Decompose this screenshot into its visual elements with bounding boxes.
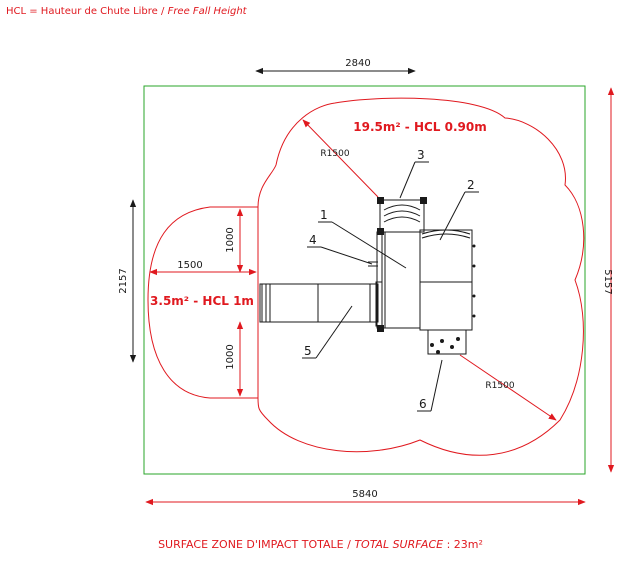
total-surface-footer: SURFACE ZONE D'IMPACT TOTALE / TOTAL SUR… (0, 538, 641, 551)
radius-bottom-line (459, 354, 557, 421)
callout-leaders (302, 161, 479, 412)
callout-2: 2 (467, 178, 475, 192)
radius-bottom-label: R1500 (485, 381, 514, 391)
legend-header: HCL = Hauteur de Chute Libre / Free Fall… (6, 6, 247, 17)
equipment (259, 199, 473, 355)
impact-zone-side (147, 206, 258, 399)
climbing-wall (427, 329, 467, 355)
zone-side-label: 3.5m² - HCL 1m (150, 294, 254, 308)
callout-3: 3 (417, 148, 425, 162)
slide (259, 283, 379, 323)
right-deck (419, 229, 473, 331)
legend-fr: HCL = Hauteur de Chute Libre (6, 6, 158, 17)
dim-bottom-label: 5840 (352, 489, 377, 500)
footer-fr: SURFACE ZONE D'IMPACT TOTALE (158, 538, 344, 551)
dim-lower-gap-label: 1000 (225, 344, 236, 369)
callout-1: 1 (320, 208, 328, 222)
footer-en: TOTAL SURFACE (354, 538, 444, 551)
callout-5: 5 (304, 344, 312, 358)
callout-numbers: 1 2 3 4 5 6 (304, 148, 475, 411)
footer-sep: / (343, 538, 355, 551)
zone-main-label: 19.5m² - HCL 0.90m (353, 120, 487, 134)
site-boundary (143, 85, 586, 475)
dim-right-label: 5157 (602, 269, 613, 294)
legend-en: Free Fall Height (167, 6, 247, 17)
dim-top-label: 2840 (345, 58, 370, 69)
radius-top-line (302, 119, 379, 198)
legend-sep: / (157, 6, 168, 17)
footer-value: : 23m² (443, 538, 483, 551)
dim-left-ext-label: 1500 (177, 260, 202, 271)
top-platform (379, 199, 425, 233)
callout-6: 6 (419, 397, 427, 411)
dim-upper-gap-label: 1000 (225, 227, 236, 252)
dim-left-label: 2157 (118, 268, 129, 293)
impact-zone-main (257, 97, 585, 456)
posts (377, 197, 476, 354)
callout-4: 4 (309, 233, 317, 247)
tower (381, 231, 421, 329)
radius-top-label: R1500 (320, 149, 349, 159)
